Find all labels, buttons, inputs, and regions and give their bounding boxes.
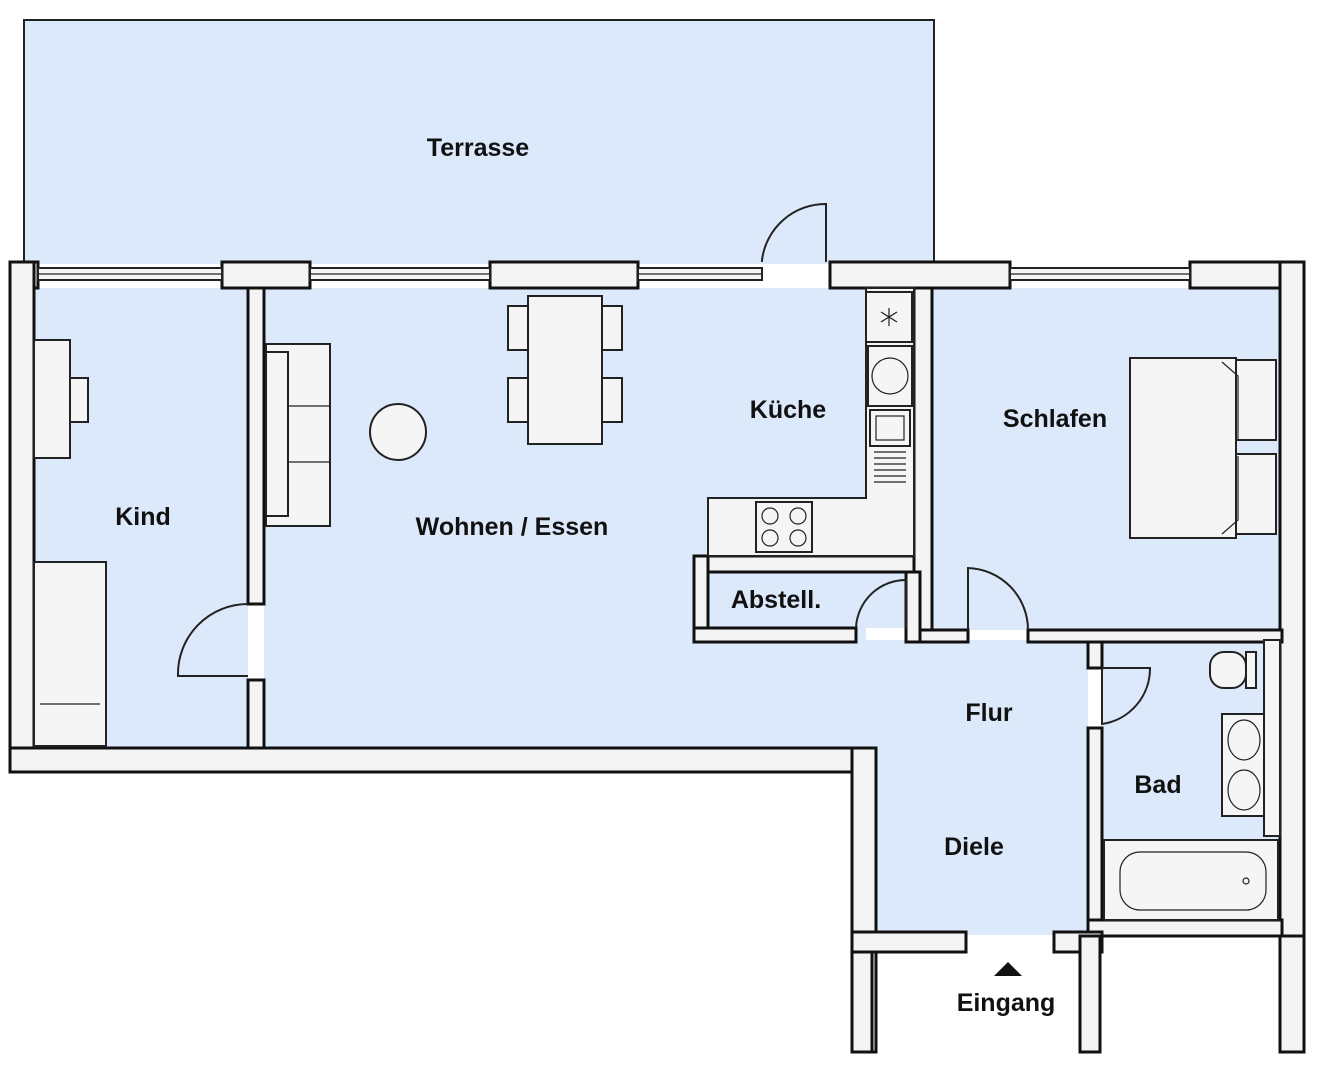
toilet-icon	[1209, 651, 1247, 689]
dining-table	[527, 295, 603, 445]
kind-bed	[33, 561, 107, 747]
walls	[8, 260, 1306, 1054]
entrance-arrow-icon	[994, 962, 1022, 976]
wall-bad-left-bottom	[1086, 726, 1104, 938]
round-table	[369, 403, 427, 461]
abstell-area	[708, 572, 906, 628]
windows	[37, 267, 1191, 281]
bad-furniture	[1103, 639, 1281, 921]
door-terrasse	[761, 202, 827, 262]
wall-top-kitchen	[828, 260, 1012, 290]
washbasin-2	[1227, 769, 1261, 811]
terrasse-area	[24, 20, 934, 264]
kitchen-units	[707, 287, 915, 557]
label-flur: Flur	[965, 699, 1012, 727]
wall-schlafen-bottom-right	[1026, 628, 1284, 644]
washbasin-1	[1227, 719, 1261, 761]
wall-left	[8, 260, 36, 774]
wall-abstell-outer	[692, 554, 916, 574]
wall-bad-bottom	[1086, 918, 1284, 938]
chair-3	[601, 305, 623, 351]
door-kind	[176, 603, 249, 677]
vanity	[1221, 713, 1269, 817]
room-labels: Terrasse Kind Wohnen / Essen Küche Schla…	[115, 134, 1181, 1017]
wall-bad-left-top	[1086, 640, 1104, 670]
label-terrasse: Terrasse	[427, 134, 529, 162]
bad-wall-strip	[1263, 639, 1281, 837]
label-diele: Diele	[944, 833, 1004, 861]
wall-kind-divider-top	[246, 286, 266, 606]
cooktop-icon	[755, 501, 813, 553]
kind-furniture	[33, 339, 107, 747]
wall-kind-divider-bottom	[246, 678, 266, 750]
doors	[176, 202, 1152, 726]
desk	[33, 339, 71, 459]
wall-top-pillar-2	[488, 260, 640, 290]
label-eingang: Eingang	[957, 989, 1056, 1017]
chair-1	[507, 305, 529, 351]
door-bad	[1101, 667, 1152, 726]
label-kueche: Küche	[750, 396, 827, 424]
desk-chair	[69, 377, 89, 423]
wall-entry-right	[1078, 934, 1102, 1054]
label-kind: Kind	[115, 503, 171, 531]
label-schlafen: Schlafen	[1003, 405, 1107, 433]
chair-2	[507, 377, 529, 423]
terrasse-outline	[23, 19, 935, 262]
chair-4	[601, 377, 623, 423]
fridge-snowflake-icon	[880, 308, 898, 326]
dishwasher	[867, 345, 913, 407]
wall-diele-bottom-left	[850, 930, 968, 954]
label-wohnen-essen: Wohnen / Essen	[416, 513, 609, 541]
door-abstell	[855, 578, 907, 629]
door-schlafen	[967, 566, 1029, 631]
wall-bottom-left	[8, 746, 878, 774]
kueche-area	[700, 288, 866, 508]
wohnen-furniture	[265, 295, 623, 527]
wall-right	[1278, 260, 1306, 1054]
label-bad: Bad	[1134, 771, 1181, 799]
diele-area	[876, 640, 1088, 935]
wall-entry-right-outer	[1278, 934, 1306, 1054]
wall-abstell-right	[904, 570, 922, 644]
wall-top-pillar-1	[220, 260, 312, 290]
nightstand-bottom	[1235, 453, 1277, 535]
label-abstell: Abstell.	[731, 586, 821, 614]
nightstand-top	[1235, 359, 1277, 441]
double-bed	[1129, 357, 1237, 539]
drain-board	[874, 451, 906, 483]
schlafen-furniture	[1129, 357, 1277, 539]
wall-abstell-bottom	[692, 626, 858, 644]
wall-entry-left	[850, 950, 874, 1054]
